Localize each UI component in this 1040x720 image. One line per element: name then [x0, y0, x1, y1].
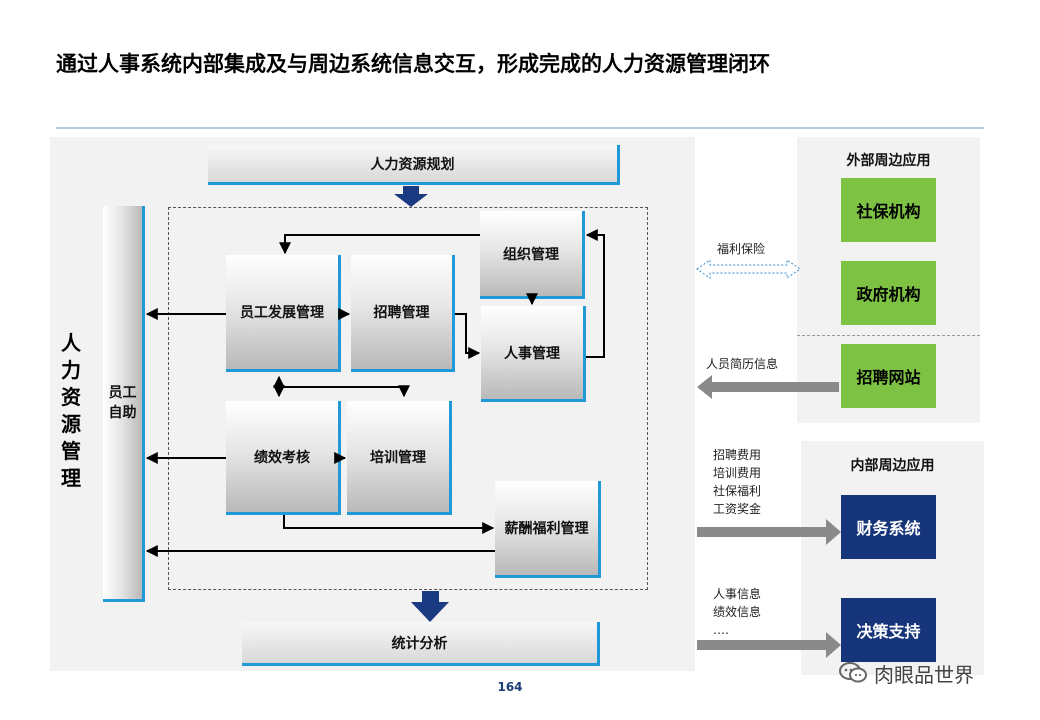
watermark: 肉眼品世界: [838, 658, 974, 688]
recruitment-website-label: 招聘网站: [856, 368, 921, 387]
employee-self-service-label: 员工 自助: [108, 384, 137, 421]
personnel-management-label: 人事管理: [504, 345, 560, 362]
finance-system-node[interactable]: 财务系统: [841, 495, 936, 559]
resume-info-arrow: [697, 375, 839, 399]
performance-to-compensation-connector: [283, 515, 495, 534]
hr-management-label: 人力资源管理: [61, 331, 81, 490]
welfare-insurance-arrow: [696, 259, 801, 279]
social-security-agency-node[interactable]: 社保机构: [841, 178, 936, 242]
government-agency-node[interactable]: 政府机构: [841, 261, 936, 325]
social-security-agency-label: 社保机构: [856, 202, 921, 221]
performance-training-connector: [279, 385, 410, 398]
recruitment-management-label: 招聘管理: [373, 305, 430, 321]
internal-integration-boundary: [168, 207, 648, 590]
compensation-benefits-node[interactable]: 薪酬福利管理: [495, 481, 601, 578]
decision-info-arrow: [697, 632, 841, 658]
performance-appraisal-label: 绩效考核: [254, 449, 310, 466]
chat-bubble-icon: [839, 662, 867, 683]
page-title: 通过人事系统内部集成及与周边系统信息交互，形成完成的人力资源管理闭环: [56, 52, 770, 76]
recruitment-to-personnel-connector: [455, 313, 481, 359]
org-management-label: 组织管理: [503, 246, 559, 263]
resume-info-label: 人员简历信息: [706, 357, 779, 371]
personnel-management-node[interactable]: 人事管理: [481, 306, 586, 402]
recruitment-management-node[interactable]: 招聘管理: [351, 255, 455, 372]
training-management-label: 培训管理: [370, 449, 426, 466]
performance-appraisal-node[interactable]: 绩效考核: [226, 401, 341, 515]
employee-development-label: 员工发展管理: [240, 305, 324, 321]
analysis-down-arrow: [411, 591, 449, 622]
employee-self-service-node[interactable]: 员工 自助: [103, 206, 145, 602]
personnel-to-org-loop: [585, 229, 605, 358]
planning-down-arrow: [394, 186, 428, 207]
recruitment-website-node[interactable]: 招聘网站: [841, 344, 936, 408]
training-management-node[interactable]: 培训管理: [347, 401, 452, 515]
government-agency-label: 政府机构: [856, 285, 921, 304]
watermark-text: 肉眼品世界: [874, 662, 974, 687]
page-number: 164: [497, 680, 523, 694]
external-apps-title: 外部周边应用: [846, 153, 931, 169]
compensation-benefits-label: 薪酬福利管理: [504, 521, 589, 537]
external-divider: [797, 335, 980, 336]
hr-planning-node[interactable]: 人力资源规划: [208, 145, 620, 185]
finance-info-arrow: [697, 519, 841, 545]
finance-system-label: 财务系统: [856, 519, 921, 538]
finance-info-label: 招聘费用 培训费用 社保福利 工资奖金: [713, 448, 762, 516]
org-management-node[interactable]: 组织管理: [480, 211, 585, 299]
welfare-insurance-label: 福利保险: [717, 242, 766, 256]
statistical-analysis-label: 统计分析: [391, 635, 448, 652]
decision-support-label: 决策支持: [856, 622, 921, 641]
decision-support-node[interactable]: 决策支持: [841, 598, 936, 662]
statistical-analysis-node[interactable]: 统计分析: [242, 622, 600, 666]
internal-apps-title: 内部周边应用: [850, 458, 935, 474]
title-divider: [56, 127, 984, 129]
org-to-development-connector: [279, 234, 480, 255]
hr-planning-label: 人力资源规划: [370, 156, 455, 173]
decision-info-label: 人事信息 绩效信息 ….: [713, 587, 762, 637]
